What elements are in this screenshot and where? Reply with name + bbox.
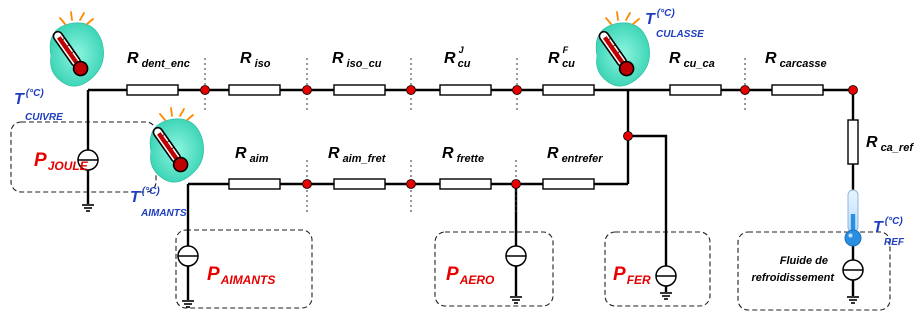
fer-source-box: [604, 231, 711, 307]
hot-thermometer-icon: [594, 11, 651, 88]
joule-source-box: [10, 121, 157, 193]
heat-source-icon: [655, 265, 677, 287]
ground-icon: [81, 204, 95, 212]
hot-thermometer-icon: [48, 11, 105, 88]
label-t-culasse: T(°C): [645, 8, 675, 28]
resistor-frette: [439, 178, 492, 190]
resistor-aim: [228, 178, 281, 190]
coolant-label-line1: Fluide de: [780, 255, 828, 267]
ground-icon: [509, 296, 523, 304]
label-t-ref-sub: REF: [884, 237, 905, 248]
resistor-carcasse: [771, 84, 824, 96]
fer-branch-wire: [632, 134, 668, 266]
cold-thermometer-icon: [844, 189, 862, 247]
heat-source-icon: [177, 245, 199, 267]
aero-source-box: [434, 231, 554, 307]
resistor-cu-j: [439, 84, 492, 96]
ground-icon: [659, 292, 673, 300]
hot-thermometer-icon: [148, 107, 205, 184]
resistor-cu-ca: [669, 84, 722, 96]
aimants-source-box: [175, 229, 313, 309]
resistor-dent-enc: [126, 84, 179, 96]
label-p-fer: PFER: [613, 264, 651, 287]
heat-source-icon: [842, 259, 864, 281]
coolant-label-line2: refroidissement: [751, 272, 835, 284]
label-t-culasse-sub: CULASSE: [656, 29, 704, 40]
ground-icon: [181, 300, 195, 308]
resistor-entrefer: [542, 178, 595, 190]
label-p-aero: PAERO: [446, 264, 495, 287]
label-t-ref: T(°C): [873, 216, 903, 236]
label-p-joule: PJOULE: [34, 150, 89, 173]
resistor-ca-ref: [847, 119, 859, 165]
nodes: [200, 85, 858, 189]
resistor-iso-cu: [333, 84, 386, 96]
heat-source-icon: [505, 245, 527, 267]
label-t-cuivre-sub: CUIVRE: [25, 112, 63, 123]
resistor-cu-f: [542, 84, 595, 96]
label-p-aimants: PAIMANTS: [207, 264, 275, 287]
label-t-aimants-sub: AIMANTS: [140, 208, 187, 219]
resistor-iso: [228, 84, 281, 96]
resistor-aim-fret: [333, 178, 386, 190]
ground-icon: [846, 296, 860, 304]
label-t-aimants: T(°C): [130, 186, 160, 206]
coolant-box: [737, 231, 891, 311]
label-t-cuivre: T(°C): [14, 88, 44, 108]
